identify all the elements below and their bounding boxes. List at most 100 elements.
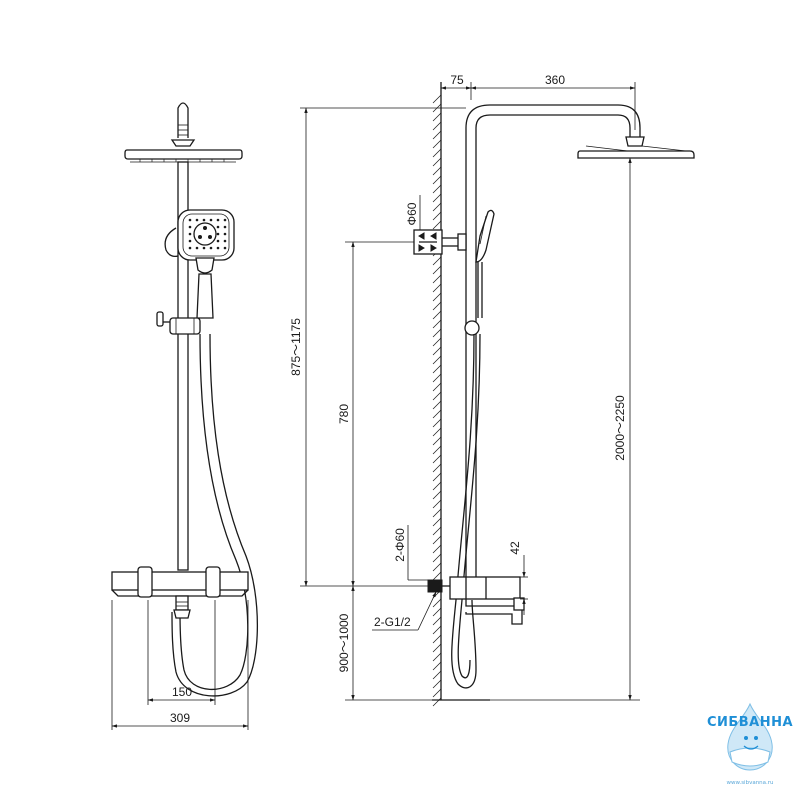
hatch-line [432, 148, 442, 158]
dim-holder-diameter: Φ60 [405, 202, 419, 225]
hatch-line [432, 373, 442, 383]
dim-arm-length: 360 [545, 73, 565, 87]
rain-shower-head [124, 149, 243, 160]
rain-head-side [577, 150, 695, 159]
hatch-line [432, 166, 442, 176]
hatch-line [432, 652, 442, 662]
brand-logo: СИБВАННА www.sibvanna.ru [707, 702, 793, 786]
hatch-line [432, 436, 442, 446]
hatch-line [432, 382, 442, 392]
hatch-line [432, 499, 442, 509]
hatch-line [432, 571, 442, 581]
hatch-line [432, 625, 442, 635]
hatch-line [432, 310, 442, 320]
hatch-line [432, 697, 442, 707]
hatch-line [432, 526, 442, 536]
dim-offset: 75 [450, 73, 464, 87]
hatch-line [432, 472, 442, 482]
nozzle-grid [188, 218, 227, 250]
hose-side [451, 333, 477, 689]
riser-pipe [177, 161, 189, 571]
dim-holder-height: 780 [337, 404, 351, 424]
hatch-line [432, 661, 442, 671]
hatch-line [432, 679, 442, 689]
hatch-line [432, 346, 442, 356]
hatch-line [432, 634, 442, 644]
hatch-line [432, 157, 442, 167]
hatch-line [432, 418, 442, 428]
hatch-line [432, 481, 442, 491]
dim-flange-diameter: 2-Φ60 [393, 528, 407, 562]
top-fitting [177, 102, 189, 138]
hatch-line [432, 598, 442, 608]
hatch-line [432, 517, 442, 527]
hatch-line [432, 454, 442, 464]
hatch-line [432, 184, 442, 194]
wall-hatching [432, 94, 442, 707]
brand-site: www.sibvanna.ru [726, 780, 773, 786]
hatch-line [432, 553, 442, 563]
dim-mixer-depth: 42 [508, 541, 522, 555]
hatch-line [432, 265, 442, 275]
hatch-line [432, 535, 442, 545]
hand-shower-handle [196, 273, 214, 319]
hatch-line [432, 256, 442, 266]
hatch-line [432, 337, 442, 347]
dim-overall-width: 309 [170, 711, 190, 725]
thermostatic-mixer [111, 571, 249, 591]
hatch-line [432, 220, 442, 230]
dim-height-range: 875～1175 [289, 318, 303, 376]
hatch-line [432, 328, 442, 338]
hatch-line [432, 391, 442, 401]
hatch-line [432, 688, 442, 698]
hatch-line [432, 616, 442, 626]
hatch-line [432, 643, 442, 653]
hatch-line [432, 211, 442, 221]
hatch-line [432, 463, 442, 473]
hatch-line [432, 409, 442, 419]
right-knob [205, 566, 221, 598]
hatch-line [432, 301, 442, 311]
slider-ball [464, 320, 480, 336]
hand-shower-side [475, 209, 495, 263]
left-knob [137, 566, 153, 598]
hatch-line [432, 400, 442, 410]
hatch-line [432, 562, 442, 572]
hatch-line [432, 94, 442, 104]
dim-inner-width: 150 [172, 685, 192, 699]
hatch-line [432, 445, 442, 455]
dim-mount-height: 900～1000 [337, 613, 351, 672]
dim-inlet-thread: 2-G1/2 [374, 615, 411, 629]
hatch-line [432, 355, 442, 365]
hatch-line [432, 292, 442, 302]
hatch-line [432, 121, 442, 131]
hatch-line [432, 544, 442, 554]
shower-arm [465, 104, 641, 585]
mixer-side [449, 576, 521, 600]
hatch-line [432, 508, 442, 518]
brand-name: СИБВАННА [707, 715, 793, 730]
hatch-line [432, 364, 442, 374]
hatch-line [432, 274, 442, 284]
front-view: 150 309 [111, 102, 259, 730]
bathtub-icon [729, 747, 771, 767]
hatch-line [432, 202, 442, 212]
hatch-line [432, 112, 442, 122]
shower-hose [179, 333, 249, 691]
hatch-line [432, 607, 442, 617]
inlet-flange [427, 579, 443, 593]
hatch-line [432, 175, 442, 185]
hatch-line [432, 319, 442, 329]
hatch-line [432, 139, 442, 149]
side-view: 75 360 Φ60 875～1175 780 900～1000 2000～22… [289, 73, 695, 707]
hatch-line [432, 193, 442, 203]
holder-bracket [164, 227, 179, 258]
hatch-line [432, 130, 442, 140]
hatch-line [432, 490, 442, 500]
slide-holder [169, 317, 201, 335]
dim-total-height: 2000～2250 [613, 395, 627, 461]
hatch-line [432, 427, 442, 437]
hatch-line [432, 283, 442, 293]
hatch-line [432, 670, 442, 680]
